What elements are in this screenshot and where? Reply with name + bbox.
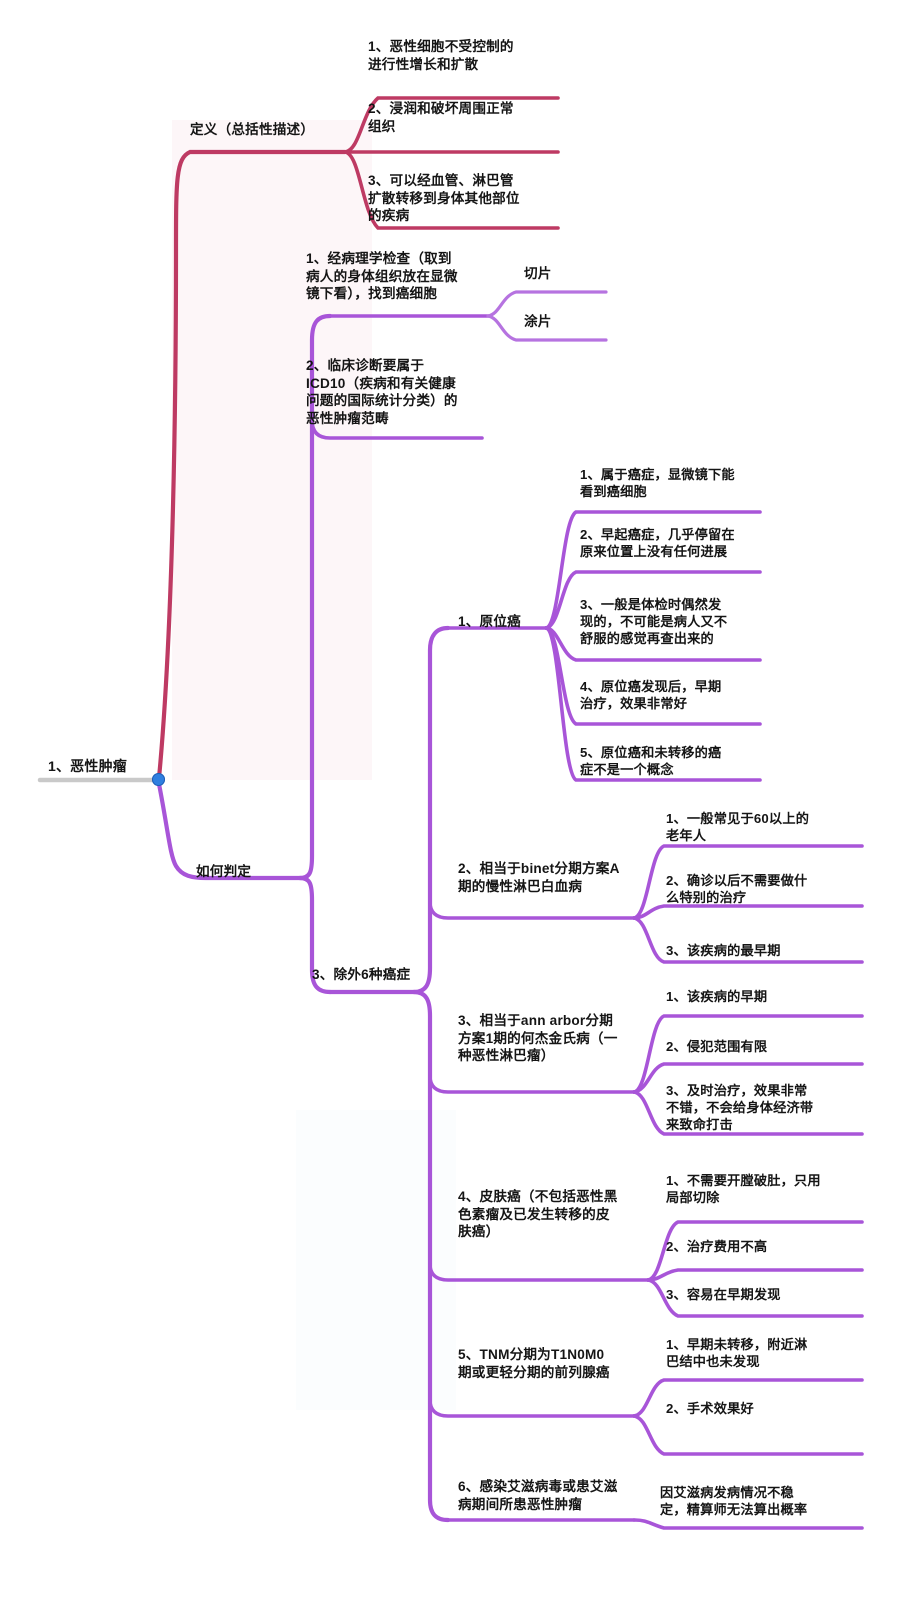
pathology-sub-1-slice[interactable]: 切片 (524, 266, 552, 281)
tnm-sub-1[interactable]: 1、早期未转移，附近淋 巴结中也未发现 (666, 1337, 808, 1370)
cis-sub-5[interactable]: 5、原位癌和未转移的癌 症不是一个概念 (580, 745, 722, 778)
cis-sub-4[interactable]: 4、原位癌发现后，早期 治疗，效果非常好 (580, 679, 722, 712)
judge-child-1-pathology[interactable]: 1、经病理学检查（取到 病人的身体组织放在显微 镜下看），找到癌细胞 (306, 251, 458, 302)
skin-sub-2[interactable]: 2、治疗费用不高 (666, 1239, 768, 1254)
tnm-sub-2[interactable]: 2、手术效果好 (666, 1401, 754, 1416)
annarbor-sub-2[interactable]: 2、侵犯范围有限 (666, 1039, 768, 1054)
root-node-label[interactable]: 1、恶性肿瘤 (48, 758, 127, 774)
judge-child-3-exclusions[interactable]: 3、除外6种癌症 (312, 967, 411, 982)
skin-sub-1[interactable]: 1、不需要开膛破肚，只用 局部切除 (666, 1173, 821, 1206)
exclusion-1-carcinoma-in-situ[interactable]: 1、原位癌 (458, 614, 521, 629)
exclusion-2-binet-cll[interactable]: 2、相当于binet分期方案A 期的慢性淋巴白血病 (458, 861, 620, 894)
definition-child-3[interactable]: 3、可以经血管、淋巴管 扩散转移到身体其他部位 的疾病 (368, 173, 520, 224)
cis-sub-2[interactable]: 2、早起癌症，几乎停留在 原来位置上没有任何进展 (580, 527, 735, 560)
exclusion-6-hiv-related[interactable]: 6、感染艾滋病毒或患艾滋 病期间所患恶性肿瘤 (458, 1479, 618, 1512)
binet-sub-1[interactable]: 1、一般常见于60以上的 老年人 (666, 811, 810, 844)
skin-sub-3[interactable]: 3、容易在早期发现 (666, 1287, 781, 1302)
hiv-sub-1[interactable]: 因艾滋病发病情况不稳 定，精算师无法算出概率 (660, 1485, 808, 1518)
cis-sub-1[interactable]: 1、属于癌症，显微镜下能 看到癌细胞 (580, 467, 735, 500)
pathology-sub-2-smear[interactable]: 涂片 (524, 314, 552, 329)
cis-sub-3[interactable]: 3、一般是体检时偶然发 现的，不可能是病人又不 舒服的感觉再查出来的 (580, 597, 728, 647)
judge-child-2-icd10[interactable]: 2、临床诊断要属于 ICD10（疾病和有关健康 问题的国际统计分类）的 恶性肿瘤… (306, 358, 458, 427)
branch-definition-label[interactable]: 定义（总括性描述） (190, 122, 315, 137)
root-node-dot[interactable] (152, 773, 165, 786)
definition-child-2[interactable]: 2、浸润和破坏周围正常 组织 (368, 101, 514, 134)
exclusion-4-skin-cancer[interactable]: 4、皮肤癌（不包括恶性黑 色素瘤及已发生转移的皮 肤癌） (458, 1189, 618, 1240)
branch-how-to-judge-label[interactable]: 如何判定 (196, 864, 252, 879)
annarbor-sub-3[interactable]: 3、及时治疗，效果非常 不错，不会给身体经济带 来致命打击 (666, 1083, 814, 1133)
definition-child-1[interactable]: 1、恶性细胞不受控制的 进行性增长和扩散 (368, 39, 514, 72)
exclusion-3-ann-arbor-hodgkin[interactable]: 3、相当于ann arbor分期 方案1期的何杰金氏病（一 种恶性淋巴瘤） (458, 1013, 618, 1064)
annarbor-sub-1[interactable]: 1、该疾病的早期 (666, 989, 768, 1004)
binet-sub-2[interactable]: 2、确诊以后不需要做什 么特别的治疗 (666, 873, 808, 906)
exclusion-5-tnm-prostate[interactable]: 5、TNM分期为T1N0M0 期或更轻分期的前列腺癌 (458, 1347, 610, 1380)
binet-sub-3[interactable]: 3、该疾病的最早期 (666, 943, 781, 958)
